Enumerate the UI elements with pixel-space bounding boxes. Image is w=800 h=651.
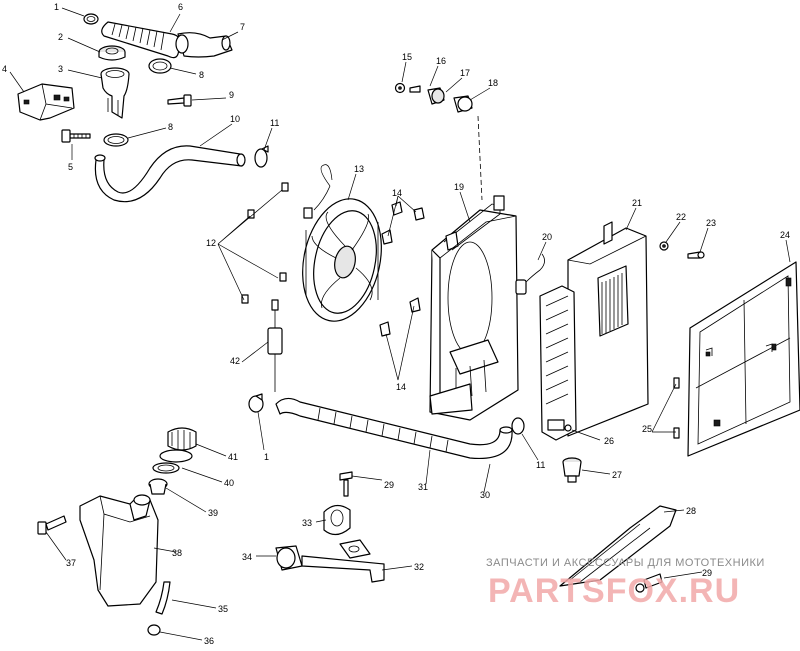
callout-label: 25 <box>642 424 652 434</box>
callout-label: 14 <box>396 382 406 392</box>
mount-bracket <box>275 471 385 583</box>
callout-label: 37 <box>66 558 76 568</box>
callout-label: 29 <box>702 568 712 578</box>
callout-label: 30 <box>480 490 490 500</box>
callout-label: 14 <box>392 188 402 198</box>
watermark-caption: ЗАПЧАСТИ И АКСЕССУАРЫ ДЛЯ МОТОТЕХНИКИ <box>486 557 765 569</box>
callout-label: 1 <box>54 2 59 12</box>
callout-label: 4 <box>2 64 7 74</box>
callout-label: 8 <box>168 122 173 132</box>
fan-shroud <box>429 195 519 421</box>
callout-label: 11 <box>536 460 545 470</box>
overflow-tank <box>37 427 197 636</box>
callout-label: 8 <box>199 70 204 80</box>
watermark-brand: PARTSFOX.RU <box>488 572 740 610</box>
callout-label: 28 <box>686 506 696 516</box>
callout-label: 15 <box>402 52 412 62</box>
callout-label: 7 <box>240 22 245 32</box>
callout-label: 21 <box>632 198 642 208</box>
callout-label: 20 <box>542 232 552 242</box>
callout-label: 1 <box>264 452 269 462</box>
callout-label: 2 <box>58 32 63 42</box>
callout-label: 27 <box>612 470 622 480</box>
callout-label: 38 <box>172 548 182 558</box>
callout-label: 32 <box>414 562 424 572</box>
radiator <box>539 221 649 483</box>
watermark: ЗАПЧАСТИ И АКСЕССУАРЫ ДЛЯ МОТОТЕХНИКИ PA… <box>486 557 765 610</box>
skid-plate <box>559 505 677 593</box>
callout-label: 40 <box>224 478 234 488</box>
callout-label: 41 <box>228 452 238 462</box>
callout-label: 9 <box>229 90 234 100</box>
callout-label: 3 <box>58 64 63 74</box>
upper-hose-assembly <box>17 13 269 203</box>
callout-label: 22 <box>676 212 686 222</box>
callout-label: 35 <box>218 604 228 614</box>
callout-label: 31 <box>418 482 428 492</box>
callout-label: 36 <box>204 636 214 646</box>
fan-switch <box>515 253 545 295</box>
callout-label: 6 <box>178 2 183 12</box>
callout-label: 42 <box>230 356 240 366</box>
mount-hardware <box>394 82 483 201</box>
lower-hose <box>248 299 525 460</box>
radiator-fasteners <box>659 241 705 259</box>
callout-label: 17 <box>460 68 470 78</box>
callout-label: 24 <box>780 230 790 240</box>
radiator-screen <box>673 261 800 457</box>
callout-label: 11 <box>270 118 279 128</box>
leader-lines <box>9 7 791 641</box>
callout-label: 39 <box>208 508 218 518</box>
callout-label: 26 <box>604 436 614 446</box>
callout-label: 23 <box>706 218 716 228</box>
callout-label: 19 <box>454 182 464 192</box>
callout-label: 13 <box>354 164 364 174</box>
callout-labels: 1 6 7 2 8 3 4 9 5 8 10 11 15 16 17 18 13… <box>2 2 790 646</box>
fan-assembly <box>241 164 425 337</box>
callout-label: 18 <box>488 78 498 88</box>
callout-label: 10 <box>230 114 240 124</box>
callout-label: 16 <box>436 56 446 66</box>
callout-label: 5 <box>68 162 73 172</box>
callout-label: 12 <box>206 238 216 248</box>
callout-label: 34 <box>242 552 252 562</box>
callout-label: 33 <box>302 518 312 528</box>
callout-label: 29 <box>384 480 394 490</box>
